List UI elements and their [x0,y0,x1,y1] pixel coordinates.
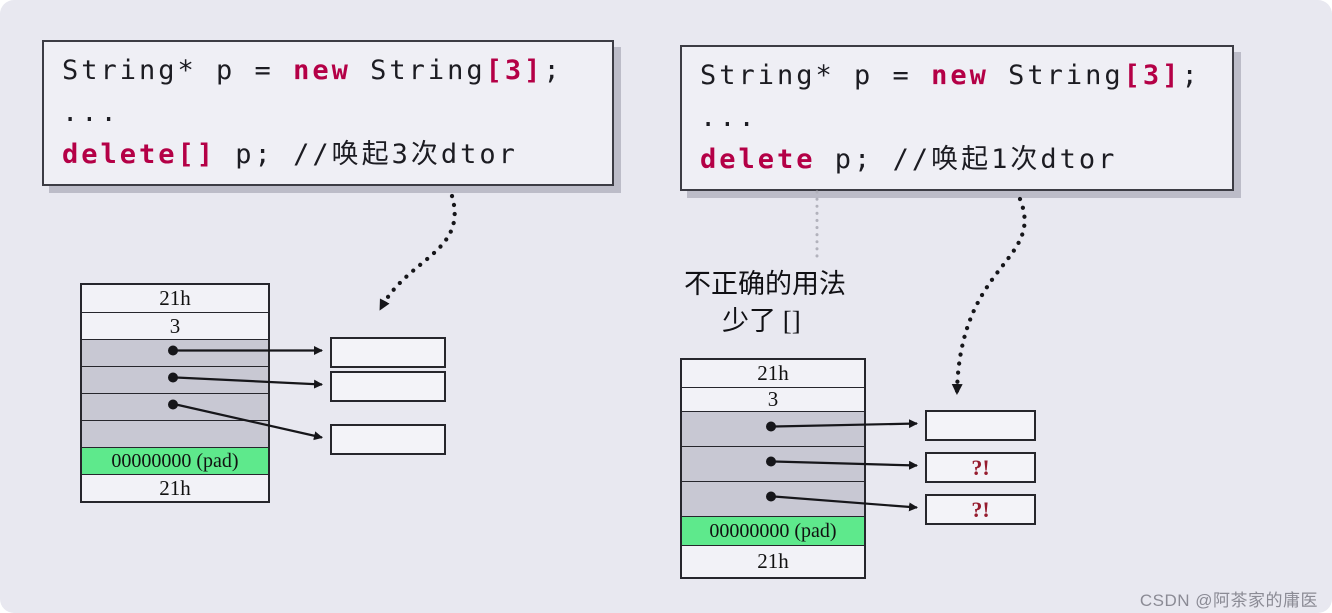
code-line-1: String* p = new String[3]; [700,55,1214,97]
keyword-delete-array: delete[] [62,139,217,170]
cell-label: 21h [159,286,191,310]
keyword-new: new [931,60,989,91]
code-text: String [988,60,1124,91]
keyword-new: new [293,55,351,86]
heap-object-box-3: ?! [925,494,1036,525]
cell-label: 21h [159,475,191,500]
stack-cell-pointer-3 [682,481,864,516]
code-text: String* p = [700,60,932,91]
stack-cell-cookie-bottom: 21h [82,474,268,501]
code-comment: p; //唤起3次dtor [216,139,518,170]
dotted-arrow-right [951,196,1027,395]
cell-label: 21h [757,361,789,385]
keyword-array-bracket: [3] [485,55,544,86]
heap-object-box-1 [330,337,446,368]
stack-cell-unused [82,420,268,447]
code-line-2: ... [700,97,1214,139]
stack-cell-cookie-bottom: 21h [682,545,864,577]
code-line-1: String* p = new String[3]; [62,50,594,92]
code-line-3: delete p; //唤起1次dtor [700,139,1214,181]
note-incorrect-usage-line2: 少了 [] [722,306,801,336]
memory-stack-left: 21h 3 00000000 (pad) 21h [80,283,270,503]
cell-label: 00000000 (pad) [709,519,837,542]
code-text: String [350,55,486,86]
stack-cell-pointer-3 [82,393,268,420]
stack-cell-pad: 00000000 (pad) [682,516,864,545]
cell-label: 21h [757,549,789,573]
code-text: ; [543,55,563,86]
keyword-delete: delete [700,144,816,175]
cell-label: 3 [169,313,181,338]
dotted-arrow-left [378,193,457,311]
stack-cell-cookie-top: 21h [82,285,268,312]
code-line-2: ... [62,92,594,134]
code-box-left: String* p = new String[3]; ... delete[] … [42,40,614,186]
watermark: CSDN @阿茶家的庸医 [1139,591,1318,610]
code-line-3: delete[] p; //唤起3次dtor [62,134,594,176]
code-text: ; [1181,60,1201,91]
note-incorrect-usage-line1: 不正确的用法 [684,269,846,299]
code-text: ... [700,102,758,133]
stack-cell-pointer-1 [82,339,268,366]
cell-label: 00000000 (pad) [111,449,239,472]
code-box-right: String* p = new String[3]; ... delete p;… [680,45,1234,191]
heap-box-label: ?! [971,454,990,480]
cell-label: 3 [767,387,779,411]
heap-object-box-3 [330,424,446,455]
memory-stack-right: 21h 3 00000000 (pad) 21h [680,358,866,579]
heap-box-label: ?! [971,496,990,522]
code-text: String* p = [62,55,294,86]
stack-cell-pointer-2 [82,366,268,393]
code-text: ... [62,97,120,128]
stack-cell-cookie-top: 21h [682,360,864,387]
keyword-array-bracket: [3] [1123,60,1182,91]
stack-cell-pointer-2 [682,446,864,481]
heap-object-box-1 [925,410,1036,441]
heap-object-box-2 [330,371,446,402]
heap-object-box-2: ?! [925,452,1036,483]
stack-cell-count: 3 [682,387,864,411]
stack-cell-pad: 00000000 (pad) [82,447,268,474]
stack-cell-pointer-1 [682,411,864,446]
code-comment: p; //唤起1次dtor [815,144,1118,175]
stack-cell-count: 3 [82,312,268,339]
